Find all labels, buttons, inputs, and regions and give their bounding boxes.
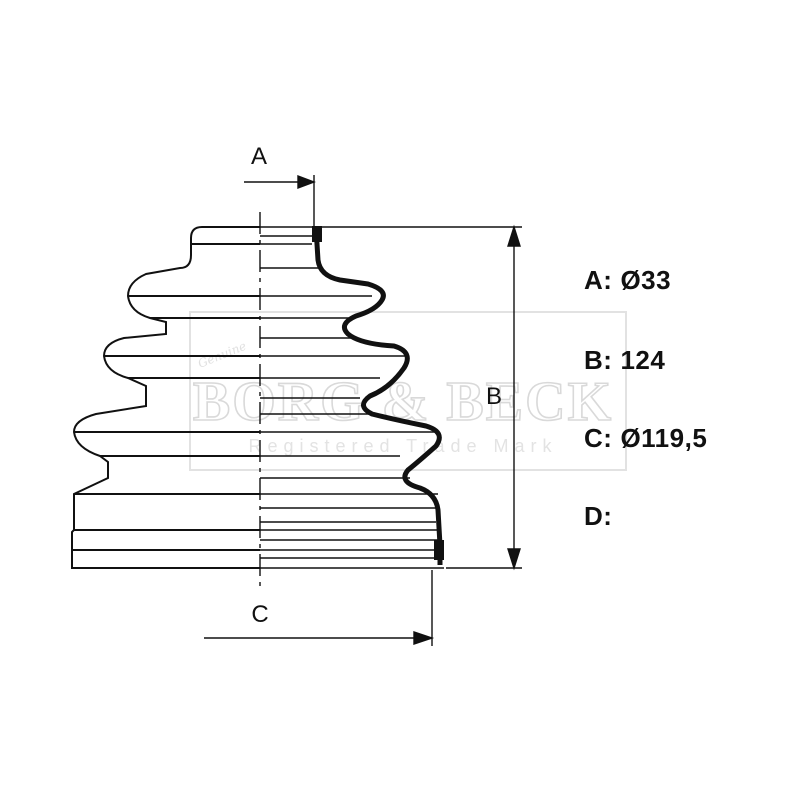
watermark-genuine: Genuine: [196, 339, 248, 371]
spec-b-key: B:: [584, 345, 613, 375]
spec-row-d: D:: [584, 501, 620, 532]
spec-a-key: A:: [584, 265, 613, 295]
spec-b-value: 124: [620, 345, 666, 375]
dimension-c: [204, 570, 435, 646]
collar-bead-top: [312, 226, 322, 242]
spec-row-b: B:124: [584, 345, 665, 376]
watermark-tagline: Registered Trade Mark: [248, 436, 557, 456]
boot-wall-section: [313, 227, 443, 565]
dimension-a: [244, 174, 316, 226]
dimension-b-label: B: [486, 383, 502, 410]
collar-bead-bottom: [434, 540, 444, 560]
dimension-b: [322, 224, 522, 571]
dimension-c-label: C: [251, 601, 268, 628]
boot-outer-profile: [71, 226, 260, 569]
watermark: Genuine BORG & BECK Registered Trade Mar…: [189, 311, 627, 471]
dimension-a-label: A: [251, 143, 267, 170]
spec-row-a: A:Ø33: [584, 265, 671, 296]
spec-row-c: C:Ø119,5: [584, 423, 707, 454]
spec-d-key: D:: [584, 501, 613, 531]
boot-inner-section: [260, 226, 444, 569]
spec-c-key: C:: [584, 423, 613, 453]
spec-a-value: Ø33: [620, 265, 672, 295]
spec-c-value: Ø119,5: [620, 423, 708, 453]
